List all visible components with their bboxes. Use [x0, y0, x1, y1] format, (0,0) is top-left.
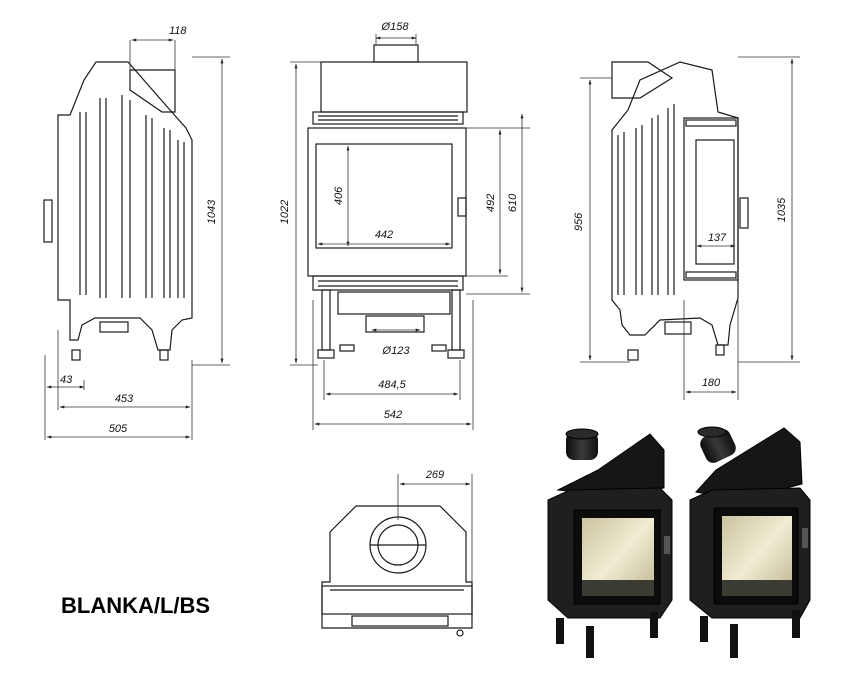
side-view-left-dims	[44, 38, 230, 440]
side-left-fin	[145, 115, 153, 298]
render-left	[547, 428, 673, 658]
front-glass	[315, 143, 453, 249]
front-flue-collar	[373, 44, 419, 63]
front-top-hood	[320, 61, 468, 113]
dim-air-inlet: Ø123	[382, 345, 411, 357]
front-top-grille	[312, 111, 464, 125]
model-name: BLANKA/L/BS	[61, 593, 210, 618]
side-left-body	[57, 61, 193, 351]
dim-depth-inner: 453	[115, 393, 134, 405]
side-view-left	[43, 61, 193, 361]
dim-flue-offset-left: 118	[169, 25, 187, 37]
side-left-ashtray	[99, 321, 129, 333]
dim-glass-height: 406	[333, 186, 345, 205]
front-foot	[431, 344, 447, 352]
front-door-frame	[307, 127, 467, 277]
front-handle	[457, 197, 467, 217]
front-foot	[447, 349, 465, 359]
side-right-handle	[739, 197, 749, 229]
side-left-fin	[121, 95, 131, 298]
front-foot	[339, 344, 355, 352]
side-right-ashtray	[664, 321, 692, 335]
render-left-flue	[566, 432, 598, 460]
side-view-right-dims	[580, 56, 800, 400]
front-base	[337, 291, 451, 315]
render-right-leg	[730, 624, 738, 658]
side-right-fin	[667, 104, 675, 295]
front-view	[307, 44, 468, 359]
side-view-right-labels: 956 1035 137 180	[573, 197, 788, 389]
side-left-foot	[159, 349, 169, 361]
top-view	[321, 505, 473, 637]
render-left-leg	[650, 612, 658, 638]
side-right-body	[611, 61, 739, 346]
dim-height-right: 1035	[776, 197, 788, 222]
side-view-right	[611, 61, 749, 361]
side-left-foot	[71, 349, 81, 361]
dim-glass-width-side: 137	[708, 232, 727, 244]
top-view-dims	[397, 474, 473, 582]
render-right-leg	[792, 610, 800, 638]
render-right-leg	[700, 616, 708, 642]
dim-width-front: 542	[384, 409, 402, 421]
dim-door-height: 492	[485, 194, 497, 212]
dim-glass-width: 442	[375, 229, 393, 241]
side-right-flue	[611, 61, 674, 99]
dim-height-left: 1043	[206, 199, 218, 224]
render-right-flue	[700, 429, 736, 463]
render-left-leg	[556, 618, 564, 644]
side-left-fin	[163, 128, 171, 298]
render-left-leg	[586, 626, 594, 658]
front-air-inlet	[365, 315, 425, 333]
dim-depth-total: 505	[109, 423, 128, 435]
side-left-fin	[99, 98, 107, 298]
render-right-handle	[802, 528, 808, 548]
front-leg	[451, 289, 461, 351]
dim-body-height: 610	[507, 193, 519, 212]
side-left-flue	[129, 69, 176, 113]
dim-flue-diameter: Ø158	[381, 21, 410, 33]
dim-leg-offset: 43	[60, 374, 73, 386]
dim-depth-right: 180	[702, 377, 721, 389]
top-view-outline	[321, 505, 473, 629]
front-view-dims	[290, 34, 530, 430]
side-right-fin	[635, 125, 643, 295]
front-bottom-grille	[312, 275, 464, 291]
dim-flue-offset-top: 269	[425, 469, 444, 481]
side-right-foot	[627, 349, 639, 361]
side-right-fin	[651, 115, 659, 295]
top-view-handle	[456, 629, 464, 637]
dim-height-to-flue: 956	[573, 212, 585, 231]
side-right-foot	[715, 344, 725, 356]
side-left-handle	[43, 199, 53, 243]
side-right-fin	[617, 132, 625, 295]
front-view-labels: Ø158 1022 406 442 492 610 Ø123 484,5 542	[279, 21, 519, 421]
render-right	[689, 426, 811, 658]
render-left-handle	[664, 536, 670, 554]
top-view-base	[351, 615, 449, 627]
top-view-door	[321, 585, 473, 615]
side-view-left-labels: 118 1043 43 453 505	[60, 25, 218, 435]
front-leg	[321, 289, 331, 351]
side-right-glass	[695, 139, 735, 265]
side-left-fin	[177, 140, 185, 298]
side-right-glass-frame	[683, 117, 739, 281]
dim-height-front: 1022	[279, 200, 291, 224]
dim-leg-span: 484,5	[378, 379, 406, 391]
side-left-fin	[79, 112, 87, 295]
front-foot	[317, 349, 335, 359]
